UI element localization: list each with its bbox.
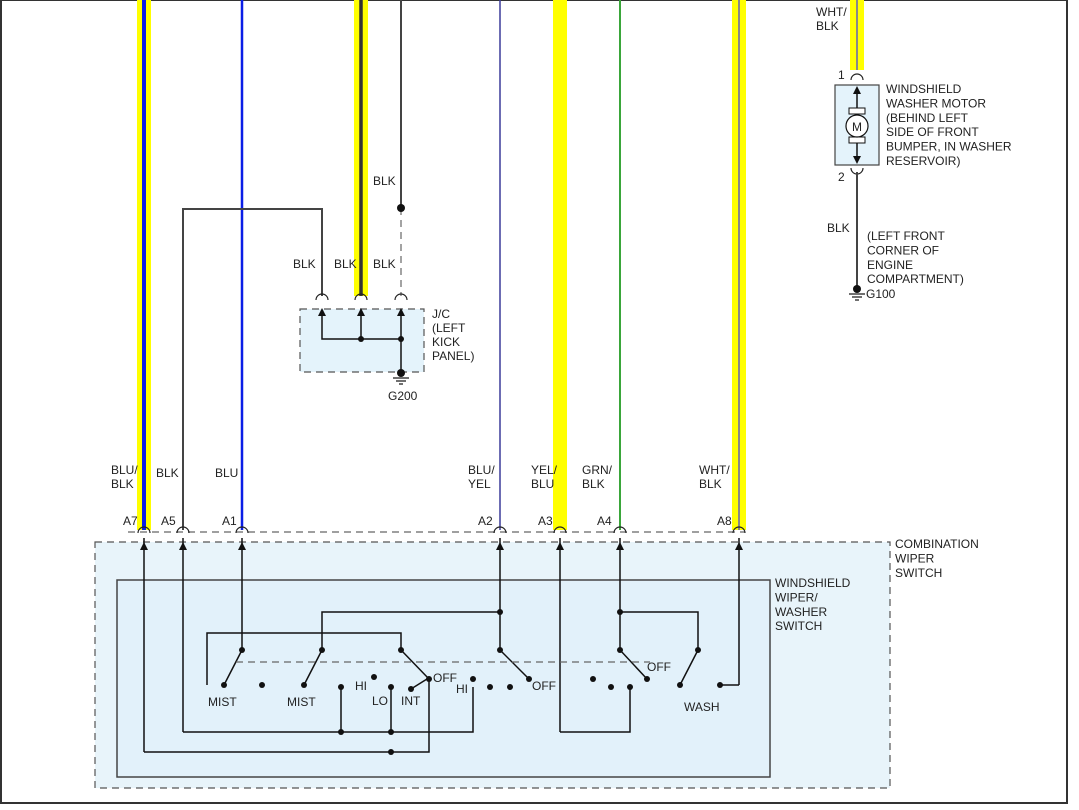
wire-label-a8: WHT/BLK [699,463,730,491]
label-line: WINDSHIELD [775,576,851,590]
label-line: WIPER/ [775,590,818,604]
label-line: RESERVOIR) [886,154,960,168]
wire-label-a2: BLU/YEL [468,463,495,491]
label-line: CORNER OF [867,243,939,257]
label-line: WHT/ [699,463,730,477]
jc-pin-label-2: BLK [334,257,357,271]
label-line: WASHER [775,605,828,619]
wire-label-a4: GRN/BLK [582,463,613,491]
position-lo: LO [372,694,388,708]
splice-point [397,204,405,212]
wire-label-a1: BLU [215,466,238,480]
pin-label-a2: A2 [478,514,493,528]
ground-g200-symbol [393,377,409,385]
position-hi-2: HI [456,682,468,696]
position-off-3: OFF [647,660,671,674]
wire-label-wht-blk-top: WHT/BLK [816,5,847,33]
pin-label-a3: A3 [538,514,553,528]
label-line: BLU [531,477,554,491]
jc-internal-wiring [318,308,405,377]
label-line: COMBINATION [895,537,979,551]
label-line: BLK [816,19,839,33]
pin-label-a4: A4 [597,514,612,528]
jc-pin-label-3: BLK [373,257,396,271]
motor-pin-1: 1 [838,68,845,82]
label-line: (LEFT [432,321,466,335]
pin-label-a5: A5 [161,514,176,528]
position-mist-1: MIST [208,695,237,709]
position-off-1: OFF [433,671,457,685]
label-line: BLK [582,477,605,491]
wire-a5-blk [182,208,323,530]
label-line: J/C [432,307,450,321]
position-int: INT [401,694,421,708]
pin-label-a7: A7 [123,514,138,528]
switch-internal-wiring [140,538,743,755]
label-line: WHT/ [816,5,847,19]
ground-label-g100: G100 [866,287,896,301]
label-line: ENGINE [867,258,913,272]
label-line: WASHER MOTOR [886,96,986,110]
label-line: SWITCH [895,566,942,580]
label-line: BLK [156,466,179,480]
label-line: WINDSHIELD [886,82,962,96]
position-off-2: OFF [532,679,556,693]
wiper-washer-switch-box [116,579,771,778]
label-line: SIDE OF FRONT [886,125,979,139]
label-line: GRN/ [582,463,613,477]
label-line: KICK [432,335,460,349]
wire-label-a3: YEL/BLU [531,463,558,491]
label-line: (BEHIND LEFT [886,111,969,125]
ground-g100-symbol [849,293,865,301]
label-line: PANEL) [432,349,474,363]
jc-pin-label-1: BLK [293,257,316,271]
pin-label-a8: A8 [717,514,732,528]
jc-pin-arcs [315,293,408,301]
position-wash: WASH [684,700,720,714]
label-line: BLU/ [468,463,495,477]
label-line: BLK [699,477,722,491]
wire-label-motor-ground: BLK [827,221,850,235]
label-line: BLK [111,477,134,491]
connector-pin-arcs [137,526,746,534]
wire-label-a5: BLK [156,466,179,480]
ground-label-g200: G200 [388,389,418,403]
motor-symbol-label: M [852,120,862,134]
motor-pin-2: 2 [838,170,845,184]
label-line: WIPER [895,551,935,565]
label-line: BUMPER, IN WASHER [886,140,1012,154]
label-line: (LEFT FRONT [867,229,945,243]
label-line: SWITCH [775,619,822,633]
motor-symbol [845,114,869,138]
label-line: BLU/ [111,463,138,477]
label-line: COMPARTMENT) [867,272,964,286]
label-line: YEL [468,477,491,491]
position-hi-1: HI [355,679,367,693]
wire-label-blk-top: BLK [373,174,396,188]
ground-g100-point [853,285,861,293]
wire-label-a7: BLU/BLK [111,463,138,491]
label-line: BLU [215,466,238,480]
label-line: YEL/ [531,463,558,477]
position-mist-2: MIST [287,695,316,709]
pin-label-a1: A1 [222,514,237,528]
